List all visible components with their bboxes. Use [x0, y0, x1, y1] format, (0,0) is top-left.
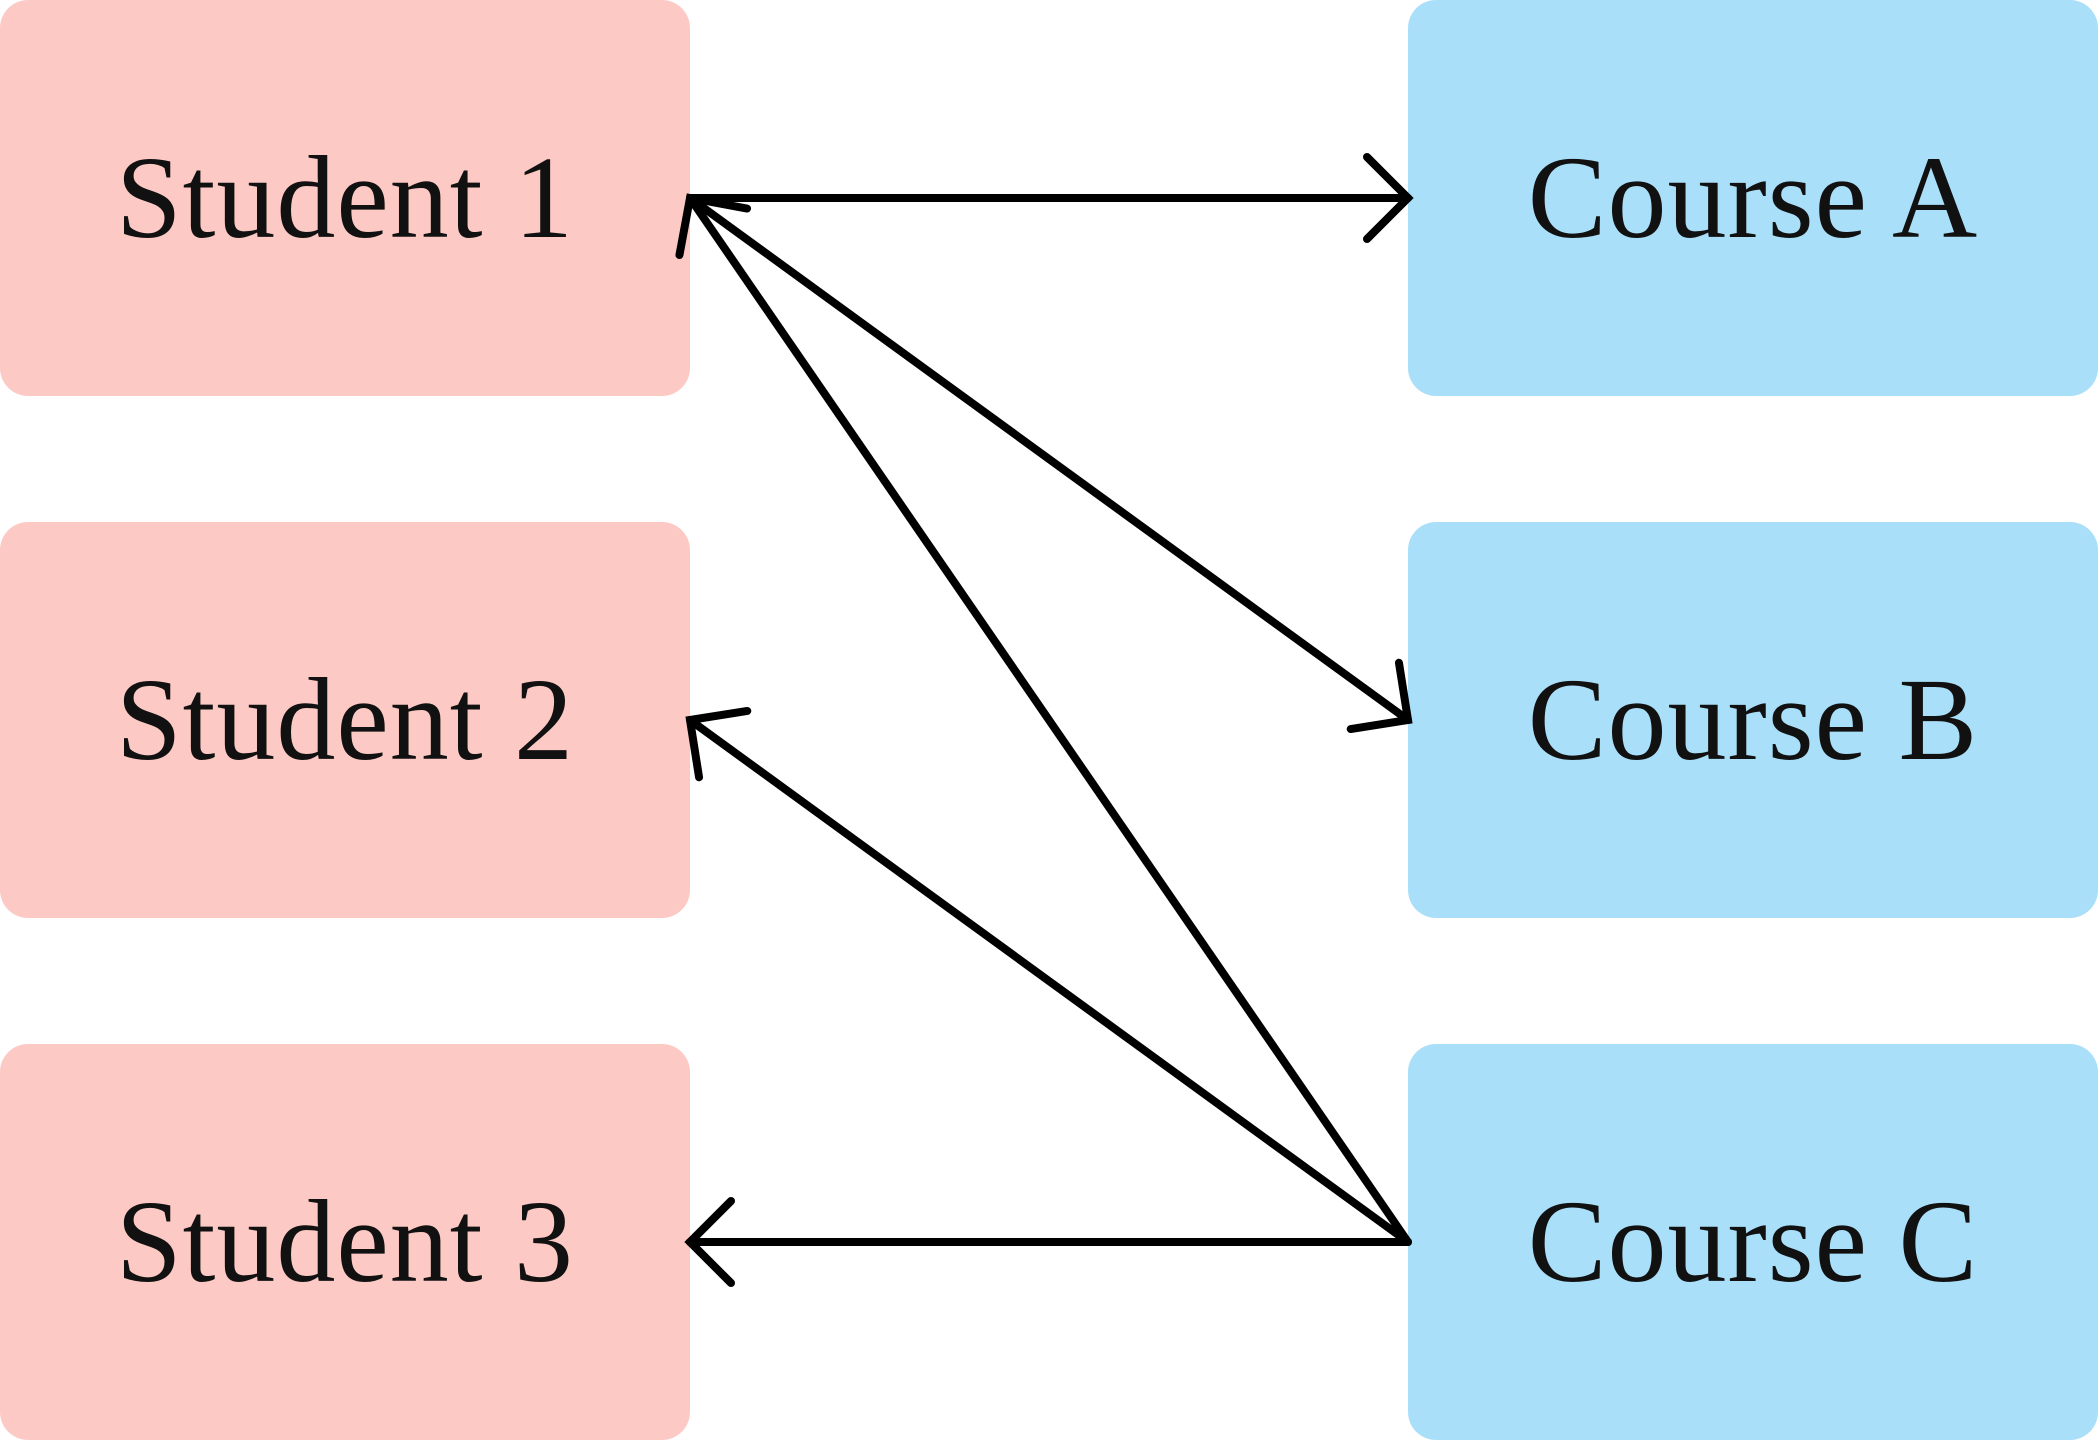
- arrowhead-cC-s3: [684, 1196, 736, 1288]
- node-label: Student 3: [115, 1176, 575, 1307]
- node-label: Course C: [1527, 1176, 1979, 1307]
- arrowhead-cC-s2: [685, 706, 752, 782]
- node-label: Course A: [1527, 132, 1979, 263]
- node-student-2: Student 2: [0, 522, 690, 918]
- node-label: Student 1: [115, 132, 575, 263]
- node-course-c: Course C: [1408, 1044, 2098, 1440]
- node-course-a: Course A: [1408, 0, 2098, 396]
- node-label: Course B: [1527, 654, 1979, 785]
- node-label: Student 2: [115, 654, 575, 785]
- node-student-3: Student 3: [0, 1044, 690, 1440]
- edge-cC-s1: [686, 194, 1412, 1246]
- arrowhead-s1-cA: [1362, 152, 1414, 244]
- edge-cC-s2: [686, 716, 1412, 1246]
- node-course-b: Course B: [1408, 522, 2098, 918]
- arrowhead-s1-cB: [1346, 658, 1413, 734]
- edge-s1-cB: [686, 194, 1412, 724]
- node-student-1: Student 1: [0, 0, 690, 396]
